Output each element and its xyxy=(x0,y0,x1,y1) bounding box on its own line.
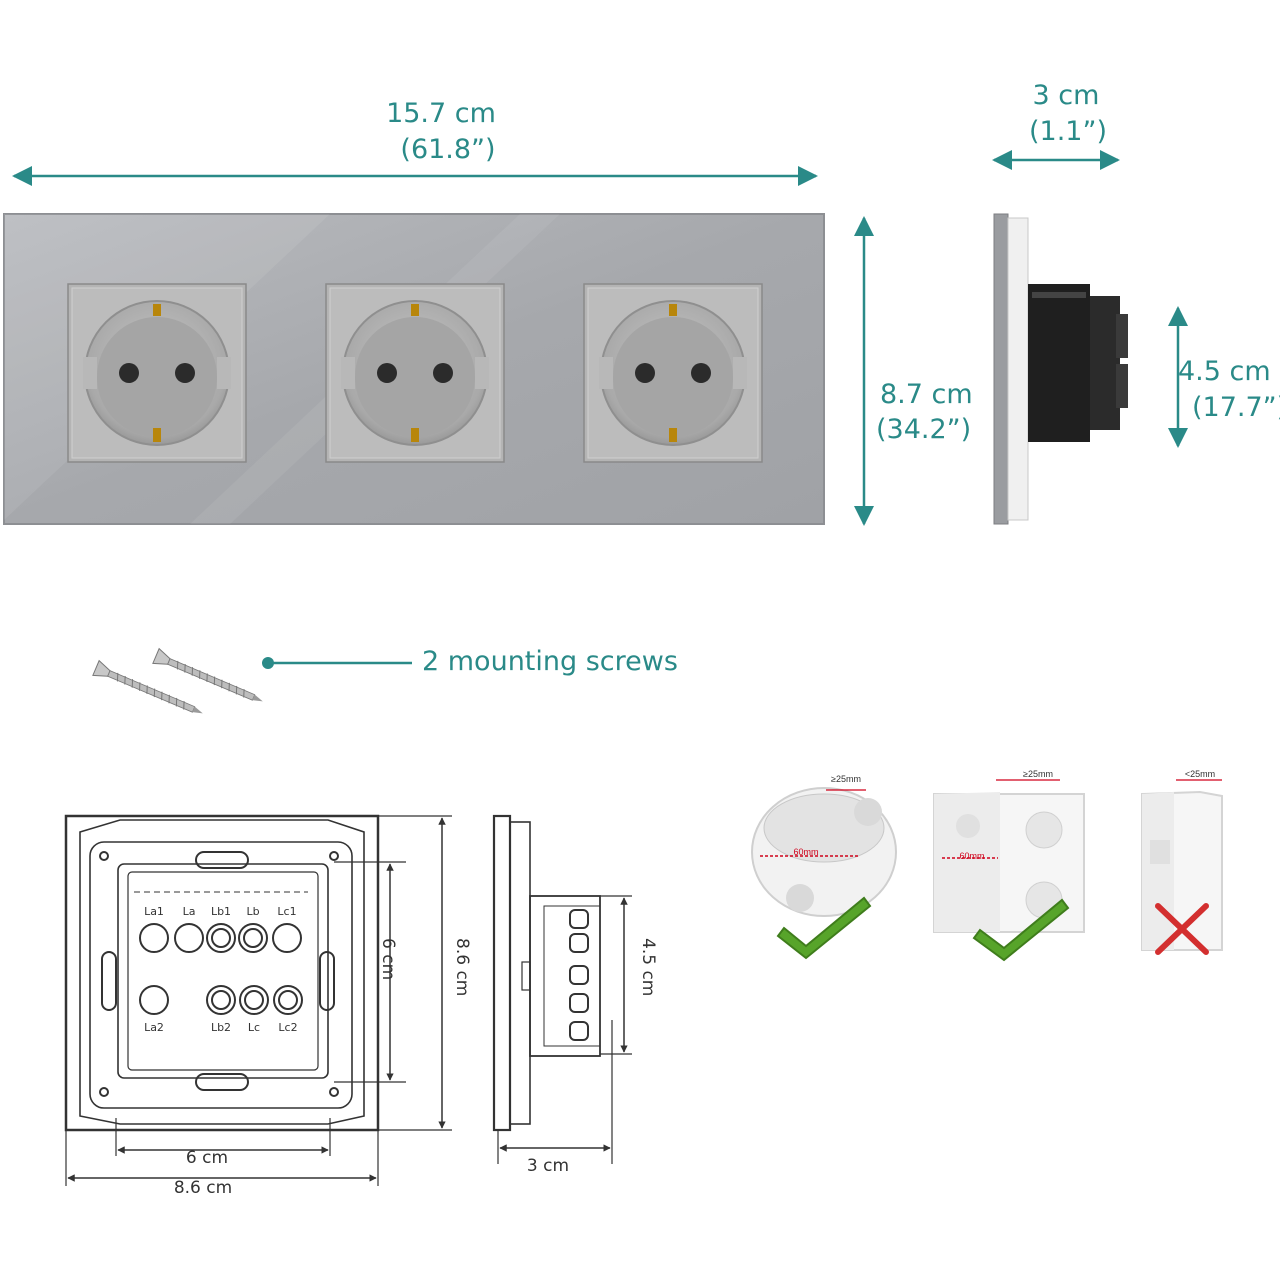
blueprint-side-depth-label: 3 cm xyxy=(526,1156,570,1176)
terminal-hole xyxy=(206,923,236,953)
blueprint-outer-height-label: 8.6 cm xyxy=(452,938,472,997)
blueprint-inner-width-label: 6 cm xyxy=(185,1148,229,1168)
square-box-size-label: ≥25mm xyxy=(1023,769,1053,779)
cross-icon xyxy=(1155,903,1209,955)
pin-hole xyxy=(119,363,139,383)
terminal-hole xyxy=(139,923,169,953)
terminal-hole xyxy=(174,923,204,953)
terminal-label: La2 xyxy=(144,1021,164,1034)
side-depth-label: 3 cm xyxy=(1032,80,1100,111)
round-box-illustration xyxy=(751,787,897,917)
terminal-label: La1 xyxy=(144,905,164,918)
terminal-hole xyxy=(272,923,302,953)
terminal-hole xyxy=(206,985,236,1015)
pin-hole xyxy=(433,363,453,383)
earth-contact xyxy=(411,428,419,442)
square-box-illustration xyxy=(933,779,1085,933)
earth-contact xyxy=(669,304,677,316)
earth-contact xyxy=(153,304,161,316)
terminal-hole-inner xyxy=(211,928,231,948)
terminal-hole-inner xyxy=(243,928,263,948)
front-height-inch-label: (34.2”) xyxy=(876,414,972,445)
terminal-hole xyxy=(139,985,169,1015)
terminal-label: Lc xyxy=(247,1021,261,1034)
shallow-box-illustration xyxy=(1141,779,1223,951)
front-width-inch-label: (61.8”) xyxy=(400,134,496,165)
terminal-hole xyxy=(273,985,303,1015)
blueprint-inner-height-label: 6 cm xyxy=(378,938,398,981)
terminal-label: Lb1 xyxy=(210,905,232,918)
front-height-label: 8.7 cm xyxy=(880,379,973,410)
blueprint-outer-height-dimension xyxy=(378,815,452,1131)
earth-contact xyxy=(669,428,677,442)
round-box-size-label: ≥25mm xyxy=(831,774,861,784)
socket-outlet xyxy=(325,283,505,463)
terminal-hole xyxy=(239,985,269,1015)
shallow-box-size-label: <25mm xyxy=(1184,769,1216,779)
blueprint-back-view xyxy=(64,814,380,1186)
terminal-hole xyxy=(238,923,268,953)
earth-contact xyxy=(153,428,161,442)
blueprint-inner-height-dimension xyxy=(334,861,406,1083)
socket-outlet xyxy=(583,283,763,463)
blueprint-side-view xyxy=(492,814,632,1164)
pin-hole xyxy=(691,363,711,383)
screws-callout-line xyxy=(262,657,412,669)
terminal-hole-inner xyxy=(278,990,298,1010)
terminal-hole-inner xyxy=(211,990,231,1010)
check-icon xyxy=(972,898,1070,962)
terminal-label: Lc1 xyxy=(277,905,297,918)
earth-contact xyxy=(411,304,419,316)
socket-outlet xyxy=(67,283,247,463)
pin-hole xyxy=(175,363,195,383)
screws-label: 2 mounting screws xyxy=(422,646,678,677)
blueprint-outer-width-label: 8.6 cm xyxy=(173,1178,233,1198)
socket-side-view xyxy=(993,213,1128,525)
terminal-label: Lb2 xyxy=(210,1021,232,1034)
glass-frame-front xyxy=(3,213,825,525)
side-module-label: 4.5 cm xyxy=(1178,356,1271,387)
terminal-label: Lb xyxy=(246,905,260,918)
round-box-diameter-label: 60mm xyxy=(793,847,819,857)
check-icon xyxy=(776,896,872,960)
pin-hole xyxy=(635,363,655,383)
pin-hole xyxy=(377,363,397,383)
front-width-label: 15.7 cm xyxy=(386,98,496,129)
side-module-inch-label: (17.7”) xyxy=(1192,392,1280,423)
square-box-diameter-label: 60mm xyxy=(959,851,985,861)
screws-illustration xyxy=(92,647,263,714)
terminal-label: Lc2 xyxy=(278,1021,298,1034)
terminal-label: La xyxy=(182,905,196,918)
side-depth-inch-label: (1.1”) xyxy=(1029,116,1107,147)
terminal-hole-inner xyxy=(244,990,264,1010)
blueprint-side-module-label: 4.5 cm xyxy=(638,938,658,997)
